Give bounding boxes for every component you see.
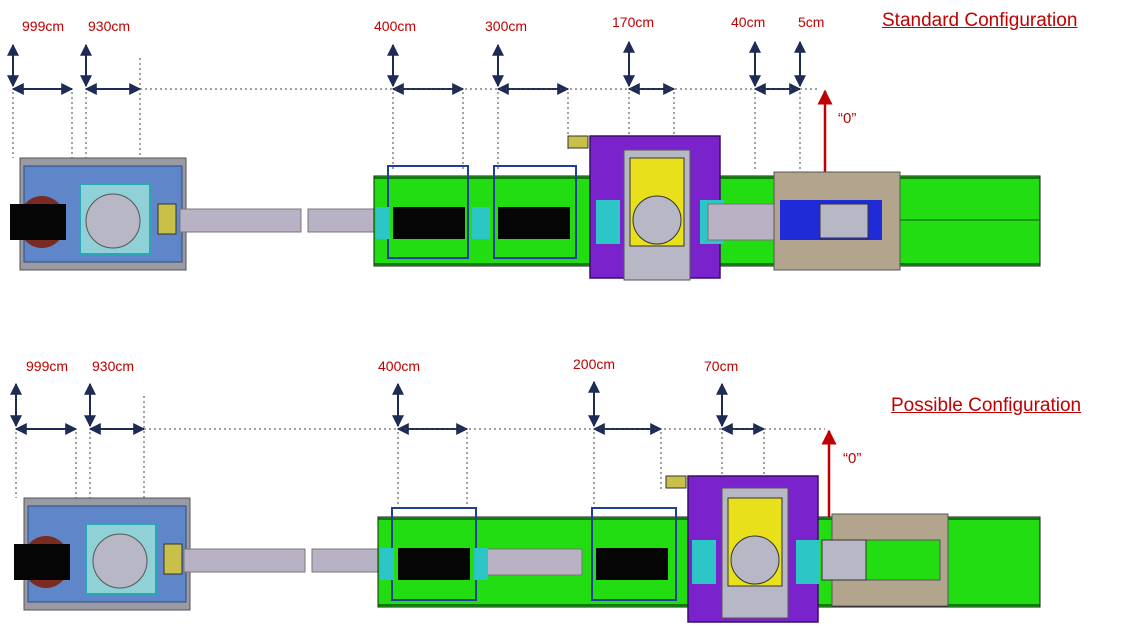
standard-beamline-drawing — [10, 135, 1041, 281]
marker-label: 300cm — [485, 18, 527, 34]
marker-200cm: 200cm — [573, 356, 663, 508]
marker-label: 400cm — [378, 358, 420, 374]
marker-label: 400cm — [374, 18, 416, 34]
marker-label: 200cm — [573, 356, 615, 372]
marker-label: 999cm — [26, 358, 68, 374]
marker-70cm: 70cm — [704, 358, 766, 478]
possible-zero-marker: “0” — [821, 429, 861, 522]
marker-label: 40cm — [731, 14, 765, 30]
marker-label: 930cm — [88, 18, 130, 34]
possible-markers: 999cm 930cm 400cm — [10, 356, 825, 508]
zero-label: “0” — [843, 450, 861, 467]
left-base-assembly — [10, 157, 187, 271]
marker-999cm: 999cm — [10, 358, 78, 498]
marker-label: 70cm — [704, 358, 738, 374]
standard-zero-marker: “0” — [817, 89, 856, 180]
marker-930cm: 930cm — [80, 18, 142, 158]
marker-label: 170cm — [612, 14, 654, 30]
marker-300cm: 300cm — [485, 18, 570, 170]
marker-label: 930cm — [92, 358, 134, 374]
standard-configuration: 999cm 930cm 400cm — [7, 14, 1041, 281]
left-base-assembly — [14, 497, 191, 611]
marker-label: 5cm — [798, 14, 824, 30]
marker-930cm: 930cm — [84, 358, 146, 498]
possible-beamline-drawing — [14, 475, 1041, 623]
marker-999cm: 999cm — [7, 18, 74, 158]
standard-markers: 999cm 930cm 400cm — [7, 14, 824, 172]
possible-configuration: 999cm 930cm 400cm — [10, 356, 1041, 623]
standard-configuration-title: Standard Configuration — [882, 10, 1078, 31]
zero-label: “0” — [838, 110, 856, 127]
marker-400cm: 400cm — [374, 18, 465, 170]
marker-170cm: 170cm — [612, 14, 676, 140]
marker-400cm: 400cm — [378, 358, 469, 508]
marker-40cm: 40cm — [731, 14, 802, 172]
possible-configuration-title: Possible Configuration — [891, 395, 1082, 416]
marker-5cm: 5cm — [794, 14, 824, 172]
marker-label: 999cm — [22, 18, 64, 34]
